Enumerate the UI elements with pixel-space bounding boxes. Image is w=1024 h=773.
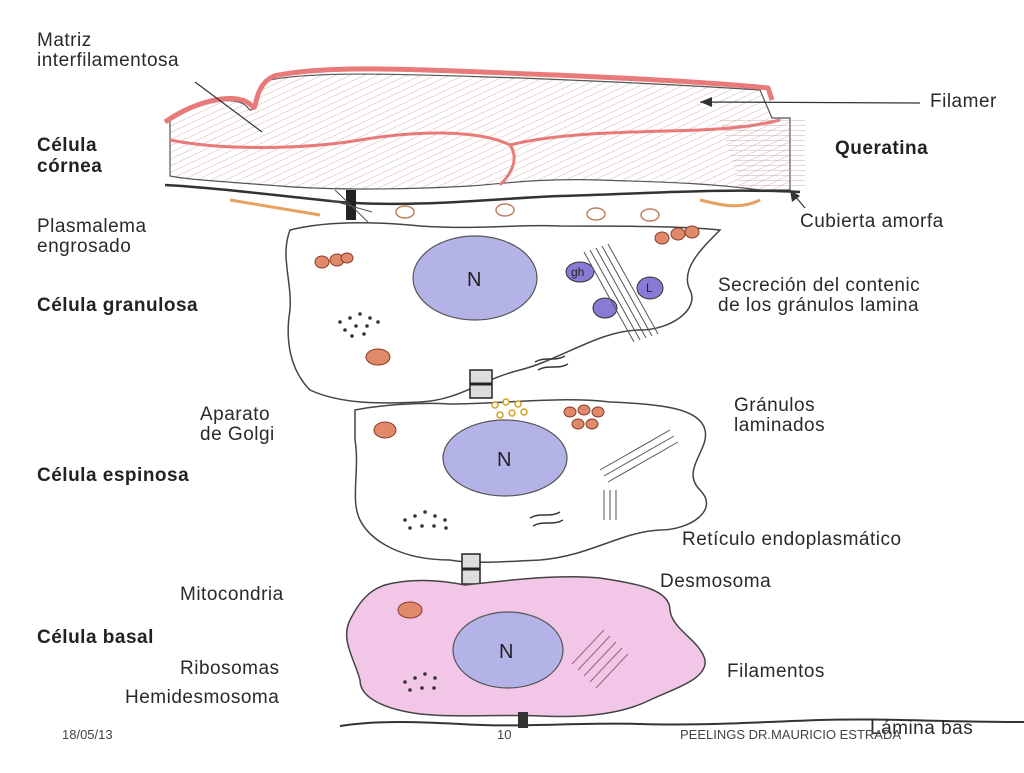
label-filamentos: Filamentos xyxy=(727,661,825,682)
label-reticulo-endoplasmatico: Retículo endoplasmático xyxy=(682,529,902,550)
lamellar-granules xyxy=(373,404,605,439)
desmosome-top xyxy=(329,189,373,223)
footer-page-number: 10 xyxy=(497,727,512,742)
granular-cell-nucleus xyxy=(412,235,538,321)
footer-date: 18/05/13 xyxy=(62,727,113,742)
granular-ribosomes xyxy=(338,312,380,338)
label-filamentos-top: Filamer xyxy=(930,91,997,112)
plasmalemma-line xyxy=(164,183,801,206)
amorphous-cover xyxy=(229,198,761,217)
hemidesmosome xyxy=(518,712,528,728)
spinous-er xyxy=(529,511,564,527)
arrowhead-1 xyxy=(700,97,712,107)
label-granulos-laminados: Gránulos laminados xyxy=(734,395,826,436)
label-celula-cornea: Célula córnea xyxy=(37,135,103,177)
label-hemidesmosoma: Hemidesmosoma xyxy=(125,687,280,708)
spinous-cell-nucleus xyxy=(442,419,568,497)
label-secrecion: Secreción del contenic de los gránulos l… xyxy=(718,275,921,316)
basal-lamina xyxy=(339,718,1024,727)
cornified-cell-outer-edge xyxy=(163,66,775,125)
granule-l-label: L xyxy=(646,281,653,295)
spinous-ribosomes xyxy=(403,510,448,530)
spinous-nucleus-label: N xyxy=(497,449,511,471)
keratin-block xyxy=(720,118,805,190)
label-matriz-interfilamentosa: Matriz interfilamentosa xyxy=(37,30,180,71)
label-celula-granulosa: Célula granulosa xyxy=(37,295,199,316)
basal-cell-nucleus xyxy=(452,611,564,689)
granular-nucleus-label: N xyxy=(467,269,481,291)
golgi-vesicles xyxy=(491,398,528,419)
cornified-inner-boundary xyxy=(169,131,516,187)
cornified-cell xyxy=(169,73,791,191)
basal-ribosomes xyxy=(403,672,437,692)
label-aparato-golgi: Aparato de Golgi xyxy=(200,404,275,445)
label-desmosoma: Desmosoma xyxy=(660,571,772,592)
arrowhead-2 xyxy=(790,190,800,202)
label-celula-espinosa: Célula espinosa xyxy=(37,465,190,486)
tonofilament-bundle-granular xyxy=(583,243,659,343)
spinous-tonofilaments xyxy=(599,429,679,520)
keratohyalin-granules xyxy=(565,261,664,319)
label-mitocondria: Mitocondria xyxy=(180,584,284,605)
basal-mitochondrion xyxy=(397,601,423,619)
label-ribosomas: Ribosomas xyxy=(180,658,280,679)
label-plasmalema-engrosado: Plasmalema engrosado xyxy=(37,216,147,257)
granule-gh-label: gh xyxy=(571,265,584,279)
label-queratina: Queratina xyxy=(835,138,929,159)
granular-er xyxy=(534,355,569,371)
granular-mitochondria xyxy=(314,225,700,366)
label-cubierta-amorfa: Cubierta amorfa xyxy=(800,211,944,232)
label-celula-basal: Célula basal xyxy=(37,627,154,648)
footer-author: PEELINGS DR.MAURICIO ESTRADA xyxy=(680,727,902,742)
basal-tonofilaments xyxy=(571,629,629,689)
label-lamina-basal: Lámina bas xyxy=(870,718,974,739)
basal-nucleus-label: N xyxy=(499,641,513,663)
